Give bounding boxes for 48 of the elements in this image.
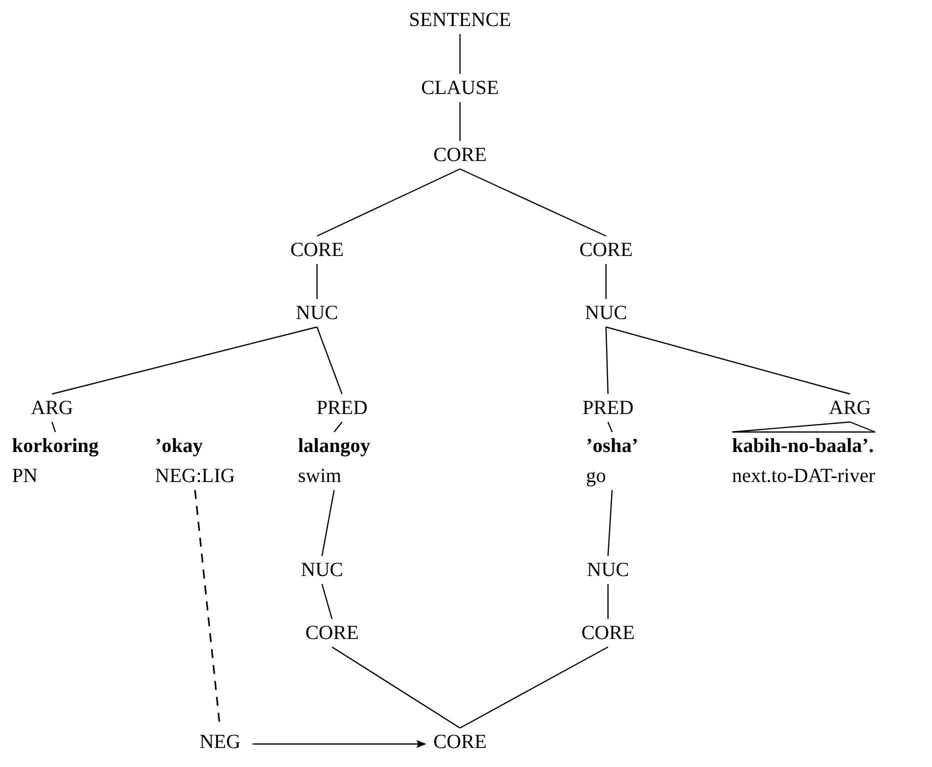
tree-line — [606, 326, 850, 395]
tree-line — [607, 584, 609, 619]
node-label: CORE — [581, 621, 635, 645]
gloss: go — [586, 464, 606, 488]
node-label: CORE — [433, 143, 487, 167]
gloss: swim — [298, 464, 342, 488]
tree-line — [51, 422, 56, 432]
node-label: ARG — [828, 396, 872, 420]
node-label: CORE — [579, 238, 633, 262]
node-label: PRED — [582, 396, 634, 420]
triangle-line — [731, 421, 876, 433]
word: kabih-no-baala’. — [732, 434, 874, 458]
tree-line — [334, 422, 342, 432]
node-label: NUC — [586, 558, 630, 582]
tree-line — [321, 584, 333, 620]
tree-line — [459, 102, 461, 141]
node-label: NUC — [584, 301, 628, 325]
tree-line — [316, 326, 343, 394]
node-label: CORE — [433, 730, 487, 754]
tree-line — [460, 646, 608, 729]
arrow — [252, 740, 426, 748]
tree-line — [459, 34, 461, 74]
node-label: ARG — [30, 396, 74, 420]
tree-line — [316, 168, 460, 237]
gloss: PN — [12, 464, 38, 488]
node-label: NUC — [300, 558, 344, 582]
tree-line — [321, 490, 335, 556]
word: ’okay — [155, 434, 203, 458]
node-label: CORE — [290, 238, 344, 262]
gloss: NEG:LIG — [155, 464, 235, 488]
tree-line — [607, 490, 613, 556]
tree-line — [605, 326, 609, 394]
tree-line — [316, 264, 318, 299]
node-label: CORE — [305, 621, 359, 645]
tree-line — [52, 326, 318, 395]
node-label: NUC — [296, 301, 338, 325]
tree-line — [607, 422, 613, 432]
gloss: next.to-DAT-river — [732, 464, 876, 488]
node-label: SENTENCE — [408, 8, 512, 32]
word: korkoring — [12, 434, 99, 458]
tree-line — [332, 646, 460, 728]
node-label: NEG — [199, 730, 241, 754]
tree-line — [605, 264, 607, 299]
word: lalangoy — [298, 434, 370, 458]
node-label: CLAUSE — [421, 76, 499, 100]
node-label: PRED — [316, 396, 368, 420]
word: ’osha’ — [586, 434, 638, 458]
tree-line — [460, 168, 606, 237]
